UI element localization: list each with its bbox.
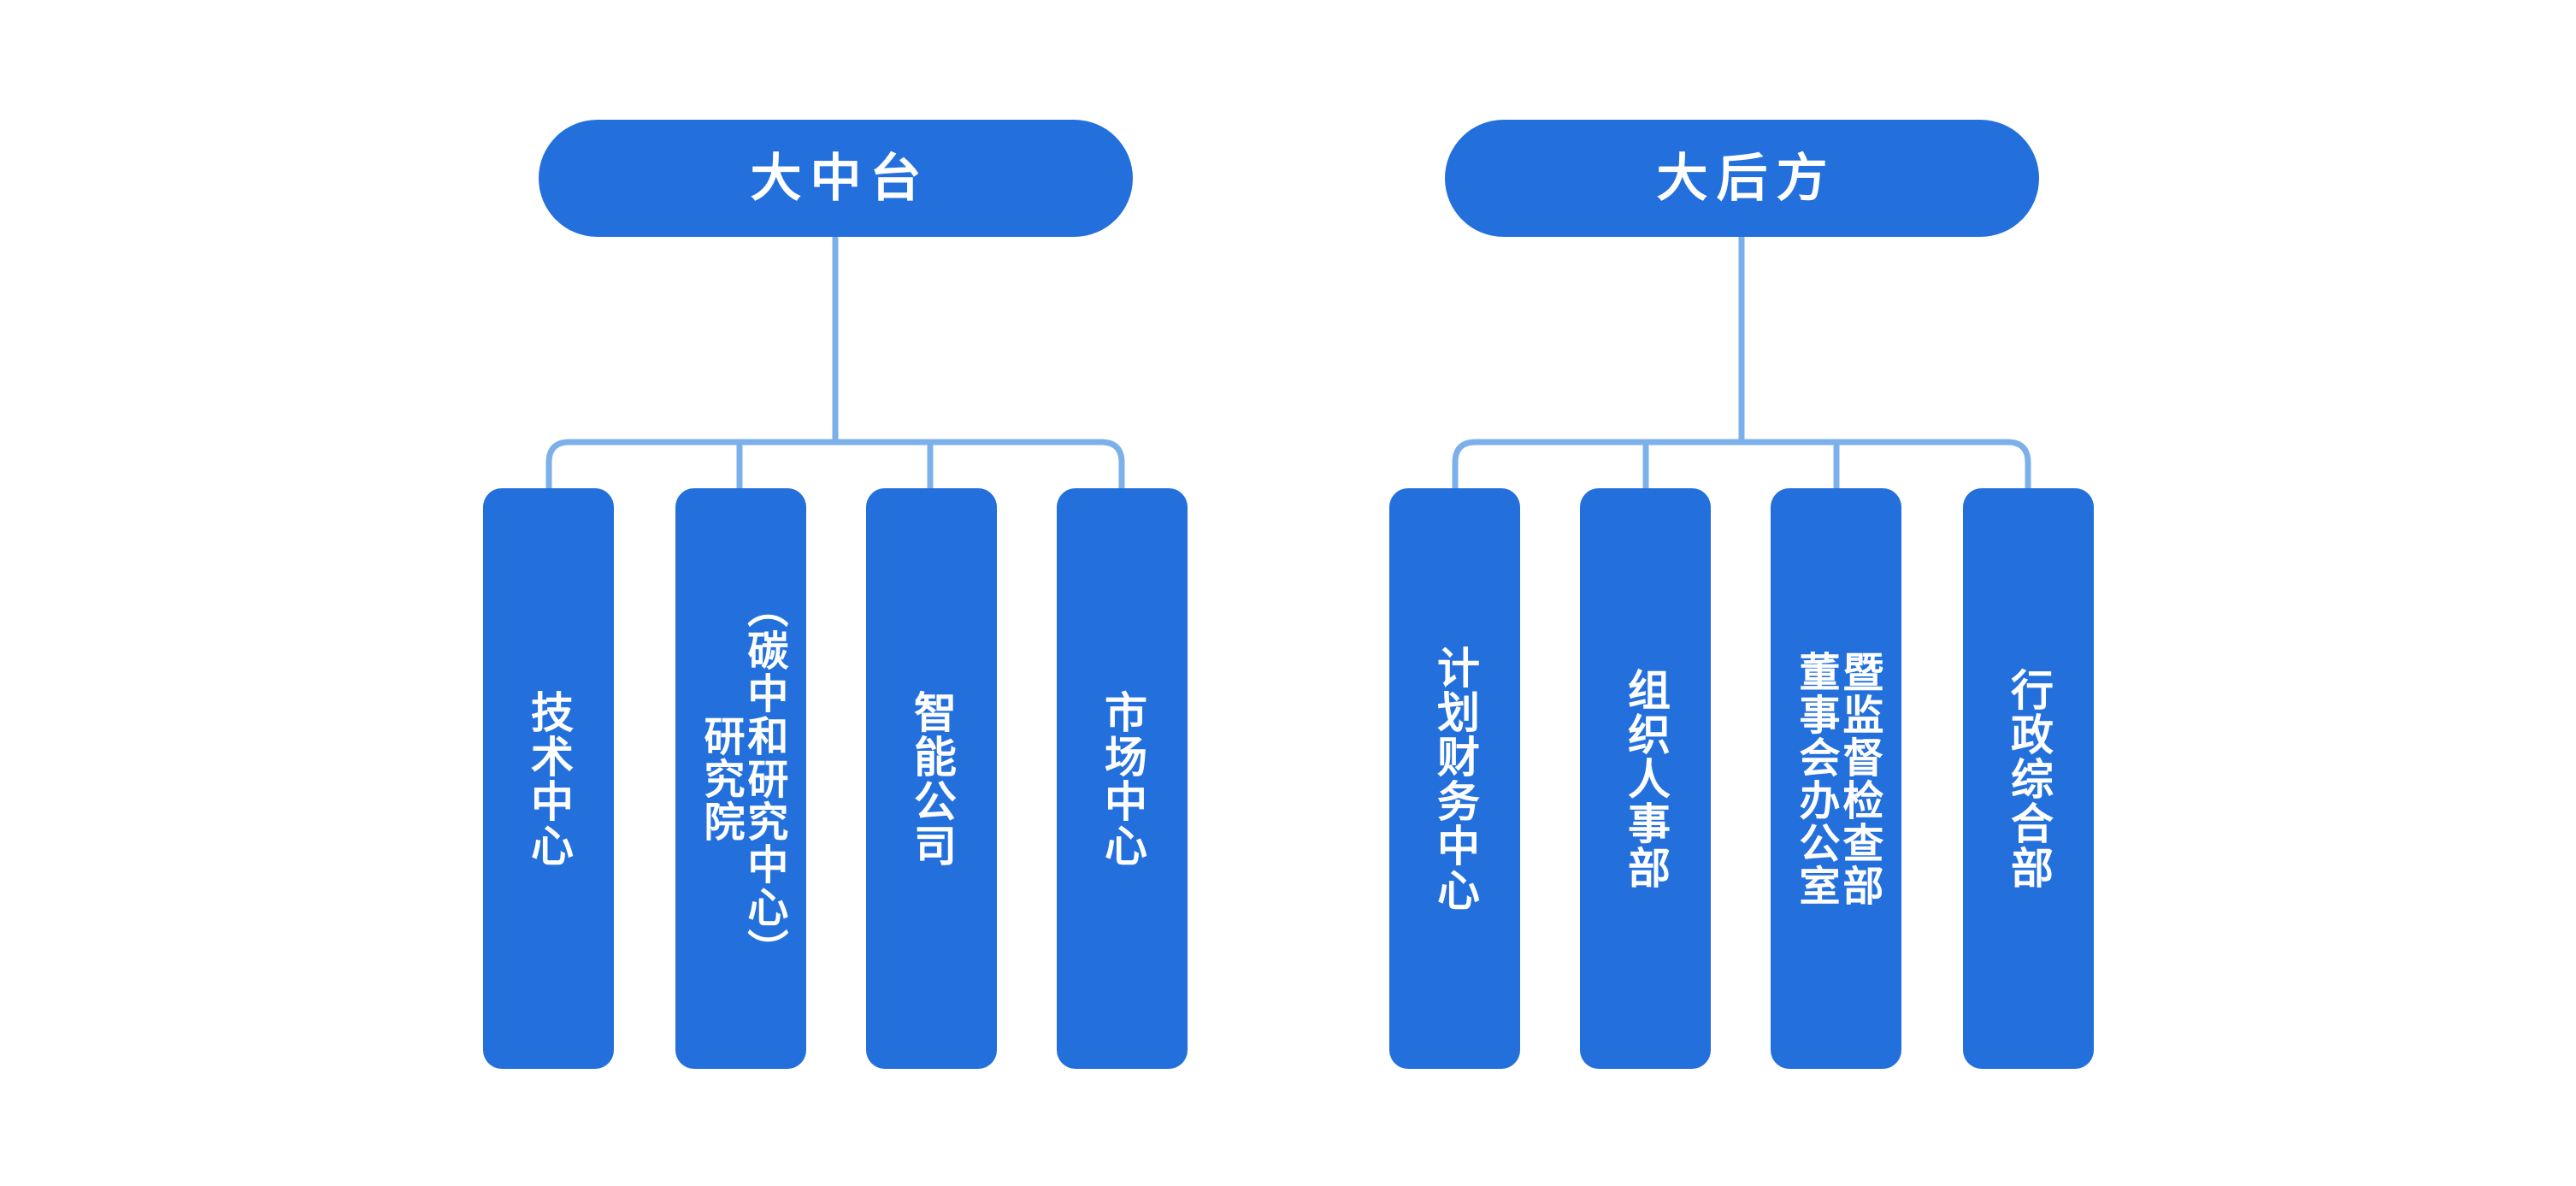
group-header-pill-da-zhong-tai[interactable]: 大中台	[539, 120, 1133, 237]
connector-lines-da-zhong-tai	[545, 237, 1125, 488]
org-node-label-col-1: 暨监督检查部	[1836, 650, 1882, 907]
org-node-tech-center[interactable]: 技术中心	[483, 488, 614, 1069]
connector-bus	[545, 439, 1125, 488]
org-node-label-stack: 计划财务中心	[1431, 645, 1479, 912]
org-node-label-col-2: 研究院	[697, 714, 743, 843]
org-node-label-stack: 组织人事部	[1622, 667, 1670, 890]
org-group-da-hou-fang: 大后方 计划财务中心 组织人事部 暨监督检查部 董事会办公室	[1317, 0, 2576, 1186]
connector-bus	[1452, 439, 2031, 488]
org-node-label-col-1: 计划财务中心	[1431, 645, 1479, 912]
org-group-da-zhong-tai: 大中台 技术中心 （碳中和研究中心） 研究院	[483, 120, 1188, 1069]
org-node-label-col-1: 技术中心	[525, 689, 573, 868]
connector-lines-da-hou-fang	[1452, 237, 2031, 488]
org-node-label-col-1: 行政综合部	[2005, 667, 2053, 890]
org-node-board-office[interactable]: 暨监督检查部 董事会办公室	[1771, 488, 1901, 1069]
org-node-hr-department[interactable]: 组织人事部	[1580, 488, 1711, 1069]
org-node-label-col-1: 市场中心	[1099, 689, 1147, 868]
org-node-label-stack: 暨监督检查部 董事会办公室	[1792, 650, 1882, 907]
org-node-label-col-2: 董事会办公室	[1792, 650, 1838, 907]
org-node-label-stack: 行政综合部	[2005, 667, 2053, 890]
org-node-label-col-1: 组织人事部	[1622, 667, 1670, 890]
org-node-label-stack: 技术中心	[525, 689, 573, 868]
org-node-market-center[interactable]: 市场中心	[1057, 488, 1188, 1069]
org-node-finance-center[interactable]: 计划财务中心	[1389, 488, 1520, 1069]
group-header-label: 大后方	[1656, 149, 1836, 207]
org-node-label-stack: 市场中心	[1099, 689, 1147, 868]
org-node-label-col-1: （碳中和研究中心）	[740, 586, 787, 971]
group-header-pill-da-hou-fang[interactable]: 大后方	[1445, 120, 2039, 237]
org-node-label-stack: （碳中和研究中心） 研究院	[697, 586, 787, 971]
org-node-label-col-1: 智能公司	[908, 689, 956, 868]
group-header-label: 大中台	[750, 149, 930, 207]
org-node-admin-department[interactable]: 行政综合部	[1963, 488, 2094, 1069]
org-node-label-stack: 智能公司	[908, 689, 956, 868]
org-node-research-institute[interactable]: （碳中和研究中心） 研究院	[675, 488, 806, 1069]
org-node-smart-company[interactable]: 智能公司	[866, 488, 997, 1069]
